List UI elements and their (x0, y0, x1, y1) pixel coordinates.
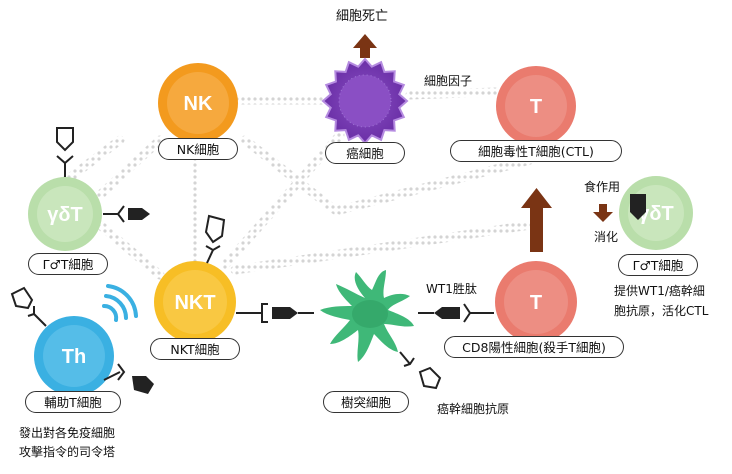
digest-arrow-icon (593, 204, 613, 222)
engulfed-antigen-icon (630, 194, 646, 220)
gdt-left-symbol: γδT (47, 204, 82, 226)
cd8-antigen-binding-icon (418, 303, 494, 323)
cancer-antigen-text: 癌幹細胞抗原 (437, 402, 510, 416)
ctl-symbol: T (530, 96, 542, 118)
nkt-label: NKT細胞 (150, 338, 240, 360)
gdt-right-cell: γδT (619, 176, 693, 250)
dendritic-label: 樹突細胞 (323, 391, 409, 413)
nkt-symbol: NKT (174, 292, 215, 314)
gdt-left-antigen-icon (103, 205, 150, 223)
gdt-right-symbol: γδT (638, 203, 673, 225)
cancer-cell (321, 57, 409, 145)
th-label: 輔助T細胞 (25, 391, 121, 413)
th-antigen-icon (103, 363, 154, 394)
gdt-note-line1: 提供WT1/癌幹細 (614, 284, 705, 298)
ctl-cell: T (496, 66, 576, 146)
cancer-label: 癌細胞 (325, 142, 405, 164)
connection-bands (55, 87, 535, 280)
nk-symbol: NK (184, 93, 213, 115)
gdt-right-label: Γ♂T細胞 (618, 254, 698, 276)
eat-text: 食作用 (584, 180, 621, 194)
gdt-note-line2: 胞抗原，活化CTL (614, 304, 709, 318)
ctl-label: 細胞毒性T細胞(CTL) (450, 140, 622, 162)
th-symbol: Th (62, 346, 86, 368)
cell-death-text: 細胞死亡 (336, 9, 389, 24)
nkt-antigen-binding-icon (236, 303, 314, 323)
gdt-left-cell: γδT (28, 177, 102, 251)
dendritic-antigen-icon (399, 351, 442, 390)
th-note-line2: 攻擊指令的司令塔 (19, 445, 116, 459)
cd8-symbol: T (530, 292, 542, 314)
gdt-left-label: Γ♂T細胞 (28, 253, 108, 275)
cytokine-text: 細胞因子 (424, 74, 473, 88)
nk-cell: NK (158, 63, 238, 143)
th-note-line1: 發出對各免疫細胞 (19, 426, 116, 440)
wt1-peptide-text: WT1胜肽 (426, 282, 477, 296)
nkt-cell: NKT (154, 261, 236, 343)
nk-label: NK細胞 (158, 138, 238, 160)
th-cell: Th (34, 316, 114, 396)
digest-text: 消化 (594, 230, 619, 244)
cell-death-arrow-icon (353, 34, 377, 58)
th-signal-icon (102, 284, 138, 322)
cd8-label: CD8陽性細胞(殺手T細胞) (444, 336, 624, 358)
nkt-receptor-icon (204, 214, 226, 264)
dendritic-cell (320, 270, 414, 362)
gdt-left-receptor-icon (56, 127, 74, 177)
cd8-cell: T (495, 261, 577, 343)
th-receptor-icon (10, 286, 47, 327)
activation-arrow-icon (521, 188, 552, 252)
